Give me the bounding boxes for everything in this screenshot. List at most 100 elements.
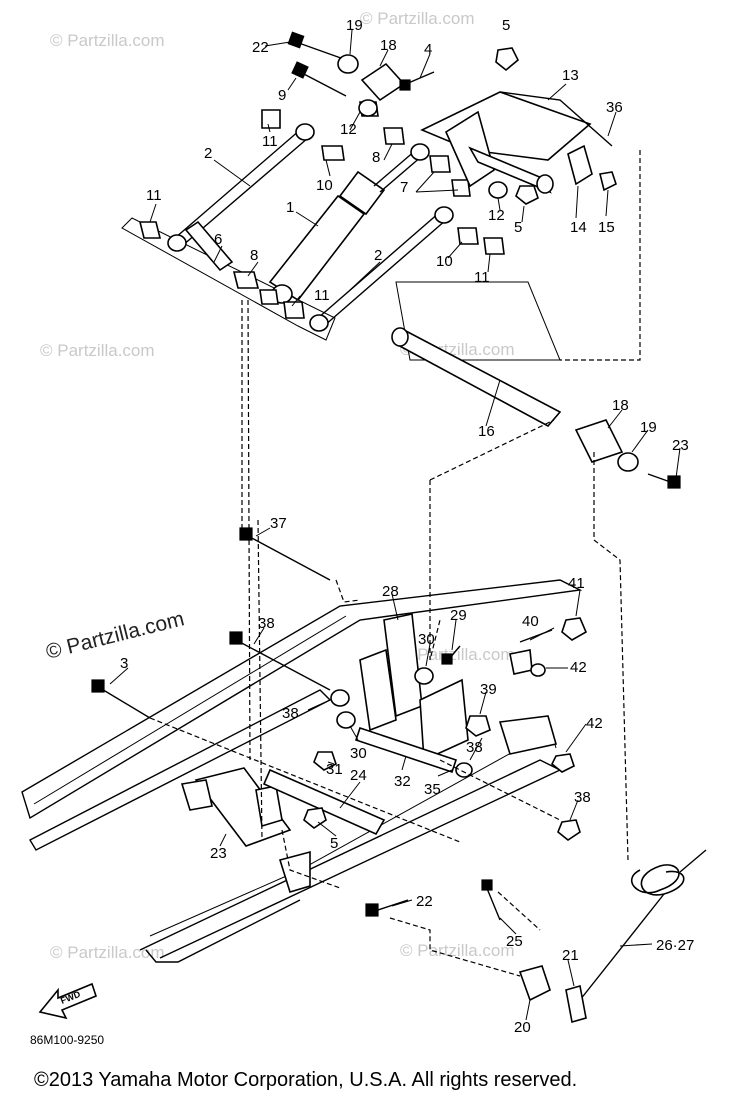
callout-36: 38 — [258, 615, 275, 632]
watermark: © Partzilla.com — [360, 9, 475, 28]
rear-arm-assembly — [313, 613, 588, 841]
callout-33: 36 — [606, 99, 623, 116]
callout-11: 11 — [262, 133, 278, 150]
nut-37 — [557, 819, 581, 841]
rod-eye — [167, 234, 187, 252]
rod-eye — [309, 314, 329, 332]
callout-28: 28 — [382, 583, 399, 600]
upper-arm — [420, 91, 592, 161]
callout-39: 39 — [480, 681, 497, 698]
diagram-part-number: 86M100-9250 — [30, 1033, 104, 1047]
callout-23: 23 — [210, 845, 227, 862]
shock-rod — [373, 149, 423, 193]
spring-group — [518, 849, 707, 1024]
callout-4: 4 — [424, 41, 432, 58]
pivot-shaft-group — [391, 281, 681, 489]
callout-14: 14 — [570, 219, 587, 236]
callout-10b: 10 — [436, 253, 453, 270]
upper-arm-shaft — [499, 91, 613, 147]
callout-8b: 8 — [250, 247, 258, 264]
washer-12 — [488, 181, 508, 199]
callout-24: 24 — [350, 767, 367, 784]
callout-10: 10 — [316, 177, 333, 194]
callout-41: 41 — [568, 575, 585, 592]
nut-5 — [495, 47, 519, 72]
washer-30a — [414, 667, 434, 685]
callout-31: 31 — [326, 761, 343, 778]
watermark: © Partzilla.com — [44, 607, 187, 664]
spring-arm — [579, 893, 665, 1001]
callout-17: 22 — [252, 39, 269, 56]
rod-eye — [295, 123, 315, 141]
nut-5c — [303, 807, 327, 829]
callout-22: 22 — [416, 893, 433, 910]
callout-42: 42 — [570, 659, 587, 676]
watermark: © Partzilla.com — [40, 341, 155, 360]
bolt-3 — [99, 687, 151, 719]
callout-38: 38 — [282, 705, 299, 722]
washer-19 — [337, 54, 359, 74]
shock-eye — [410, 143, 430, 161]
rod-right — [317, 211, 447, 327]
rail-lower-front — [145, 899, 301, 963]
bolt-34 — [247, 535, 331, 581]
washer-12b — [358, 99, 378, 117]
washer-38a — [330, 689, 350, 707]
rail-lower — [139, 759, 562, 959]
shaft-24 — [262, 768, 386, 836]
crossbar-32 — [354, 726, 458, 774]
callout-5c: 5 — [330, 835, 338, 852]
washer-19b — [617, 452, 639, 472]
callout-5: 5 — [502, 17, 510, 34]
callout-11b: 11 — [146, 187, 162, 204]
callout-8: 8 — [372, 149, 380, 166]
nut-39 — [465, 715, 491, 737]
callout-35: 35 — [424, 781, 441, 798]
mounting-plate — [121, 217, 336, 341]
callout-6: 6 — [214, 231, 222, 248]
washer-30b — [336, 711, 356, 729]
callout-19: 19 — [346, 17, 363, 34]
callout-30b: 30 — [350, 745, 367, 762]
sleeve-18 — [360, 62, 406, 102]
callout-26-27: 26·27 — [656, 937, 694, 954]
nut-42b — [550, 753, 575, 773]
callout-2: 2 — [204, 145, 212, 162]
nut-31 — [313, 751, 337, 771]
callout-11c: 11 — [314, 287, 330, 304]
nut-41 — [561, 617, 588, 641]
callout-42b: 42 — [586, 715, 603, 732]
front-arm-assembly — [91, 527, 501, 921]
reference-lines — [149, 150, 641, 977]
callout-3: 3 — [120, 655, 128, 672]
callout-16: 16 — [478, 423, 495, 440]
callout-11d: 11 — [474, 269, 490, 286]
callout-20: 20 — [514, 1019, 531, 1036]
rear-arm-plate — [419, 678, 469, 762]
bushings — [138, 62, 505, 319]
front-arm-23 — [194, 767, 292, 847]
slider-20 — [518, 965, 551, 1002]
callout-18: 18 — [380, 37, 397, 54]
torsion-spring — [631, 864, 685, 896]
callout-18b: 18 — [612, 397, 629, 414]
callout-15: 15 — [598, 219, 615, 236]
watermark: © Partzilla.com — [400, 941, 515, 960]
bolt-25 — [485, 885, 501, 921]
callout-7: 7 — [400, 179, 408, 196]
callout-2b: 2 — [374, 247, 382, 264]
clip-21 — [565, 984, 587, 1024]
watermark: © Partzilla.com — [50, 31, 165, 50]
nut-5b — [515, 185, 539, 205]
callout-30: 30 — [418, 631, 435, 648]
callout-25: 25 — [506, 933, 523, 950]
spring-arm-top — [679, 849, 707, 873]
callout-12: 12 — [340, 121, 357, 138]
fwd-arrow-icon — [38, 982, 97, 1020]
bolt-36 — [235, 639, 331, 691]
bolt-9 — [299, 71, 347, 97]
nut-15 — [599, 171, 617, 192]
callout-5b: 5 — [514, 219, 522, 236]
callout-13: 13 — [562, 67, 579, 84]
